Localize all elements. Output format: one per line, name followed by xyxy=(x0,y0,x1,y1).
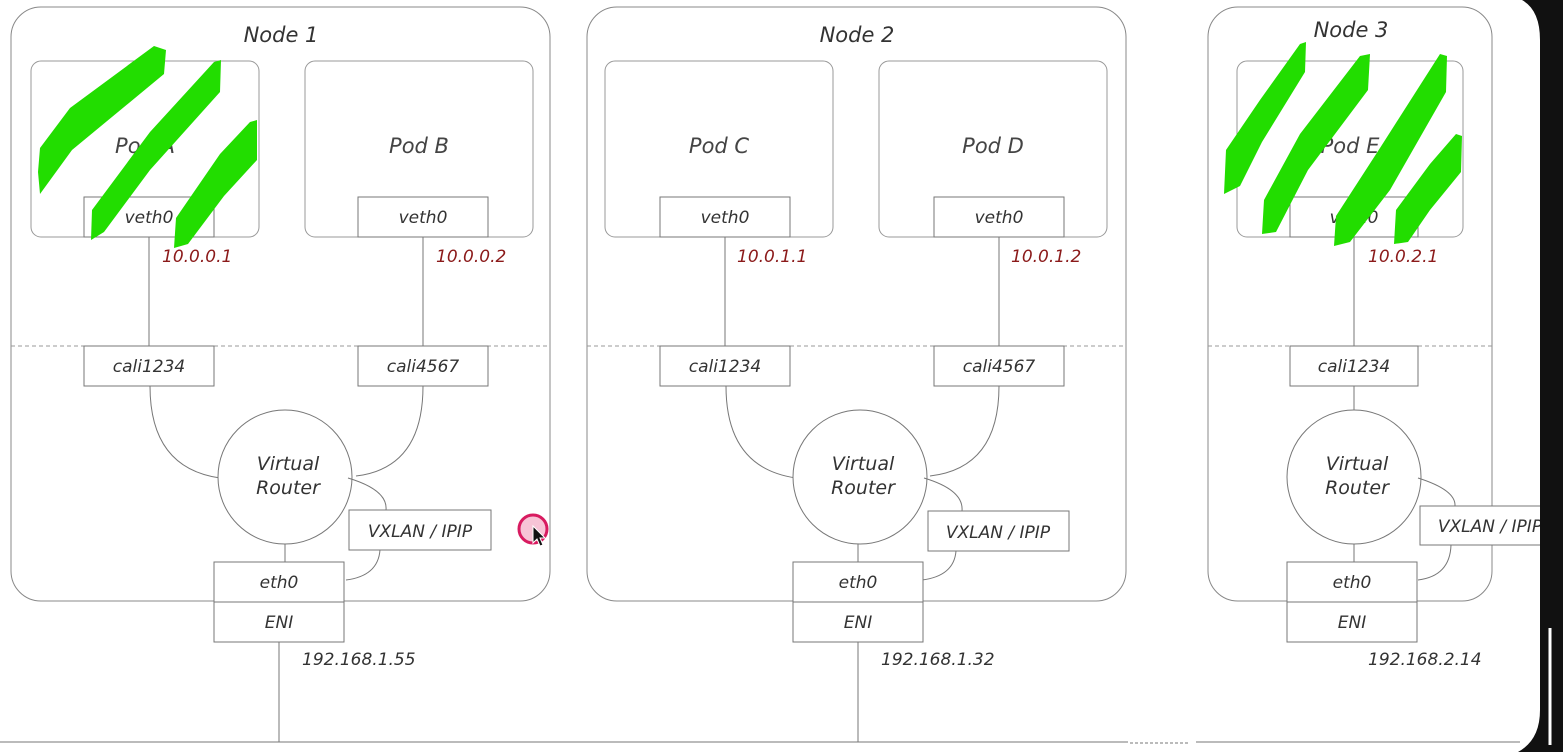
node-1-cali-b-label: cali4567 xyxy=(387,357,460,377)
node-3-router-line1: Virtual xyxy=(1326,453,1389,475)
node-2-router-line2: Router xyxy=(831,477,896,499)
node-1-host-ip: 192.168.1.55 xyxy=(302,650,416,670)
pod-a-veth-label: veth0 xyxy=(125,208,174,228)
node-1-tunnel-box xyxy=(348,509,492,551)
node-3-eth xyxy=(1286,561,1418,603)
node-1-cali-a xyxy=(83,345,215,387)
node-2-host-ip: 192.168.1.32 xyxy=(881,650,995,670)
node-3-router-line2: Router xyxy=(1325,477,1390,499)
node-1-tunnel-curve-top xyxy=(347,477,387,511)
node-2-router-line1: Virtual xyxy=(832,453,895,475)
node-2-tunnel-curve-bottom xyxy=(921,550,957,581)
pod-d-label: Pod D xyxy=(962,134,1024,158)
node-2-tunnel-box xyxy=(927,510,1070,552)
pod-d-ip: 10.0.1.2 xyxy=(1011,247,1081,267)
pod-c-ip: 10.0.1.1 xyxy=(737,247,807,267)
node-2-title: Node 2 xyxy=(820,23,895,47)
node-2-tunnel-label: VXLAN / IPIP xyxy=(946,523,1051,543)
node-3-eth-label: eth0 xyxy=(1333,573,1372,593)
node-1-cali-a-label: cali1234 xyxy=(113,357,185,377)
node-2-cali-a xyxy=(659,345,791,387)
node-1-router-line1: Virtual xyxy=(257,453,320,475)
node-3-tunnel-curve-top xyxy=(1417,477,1456,507)
pod-c-label: Pod C xyxy=(689,134,750,158)
pointer-arrow-icon xyxy=(532,524,547,547)
marker-stroke xyxy=(91,60,221,240)
node-2-curve-b xyxy=(929,385,1000,477)
node-1-eth-label: eth0 xyxy=(260,573,299,593)
node-3-tunnel-curve-bottom xyxy=(1417,544,1452,581)
pod-e-highlight-marks xyxy=(1224,42,1462,246)
node-2-cali-a-label: cali1234 xyxy=(689,357,761,377)
node-1-tunnel-curve-bottom xyxy=(345,549,381,581)
pod-c-veth-label: veth0 xyxy=(701,208,750,228)
node-3-cali-a-label: cali1234 xyxy=(1318,357,1390,377)
node-3-eni xyxy=(1286,601,1418,643)
node-1-eni xyxy=(213,601,345,643)
node-1-router-line2: Router xyxy=(256,477,321,499)
node-1-eth xyxy=(213,561,345,603)
pod-a-highlight-marks xyxy=(38,46,257,248)
node-1-title: Node 1 xyxy=(244,23,319,47)
node-3-cali-a xyxy=(1289,345,1419,387)
node-3-eni-label: ENI xyxy=(1338,613,1366,633)
node-1-curve-a xyxy=(149,385,221,479)
node-3-tunnel-label: VXLAN / IPIP xyxy=(1438,517,1543,537)
node-3-title: Node 3 xyxy=(1314,18,1389,42)
pod-b-ip: 10.0.0.2 xyxy=(436,247,506,267)
node-2-tunnel-curve-top xyxy=(923,477,963,512)
pod-d-veth-label: veth0 xyxy=(975,208,1024,228)
pod-a-ip: 10.0.0.1 xyxy=(162,247,232,267)
node-1-tunnel-label: VXLAN / IPIP xyxy=(368,522,473,542)
node-1-eni-label: ENI xyxy=(265,613,293,633)
window-edge xyxy=(1518,0,1563,752)
node-2-eni-label: ENI xyxy=(844,613,872,633)
mouse-cursor xyxy=(517,513,549,547)
marker-stroke xyxy=(38,46,166,194)
node-2-eth xyxy=(792,561,924,603)
pod-e-ip: 10.0.2.1 xyxy=(1368,247,1438,267)
node-2: Node 2 Pod C veth0 10.0.1.1 Pod D veth0 … xyxy=(586,6,1127,742)
node-1-curve-b xyxy=(355,385,424,477)
pod-b-label: Pod B xyxy=(389,134,449,158)
marker-stroke xyxy=(1394,134,1462,244)
pod-c-veth xyxy=(659,196,791,238)
node-2-eni xyxy=(792,601,924,643)
node-3-host-ip: 192.168.2.14 xyxy=(1368,650,1482,670)
node-2-curve-a xyxy=(725,385,797,479)
marker-stroke xyxy=(1262,54,1370,234)
node-1-cali-b xyxy=(357,345,489,387)
node-2-cali-b xyxy=(933,345,1065,387)
node-2-router xyxy=(792,409,928,545)
marker-stroke xyxy=(174,120,257,248)
marker-stroke xyxy=(1224,42,1306,194)
node-2-eth-label: eth0 xyxy=(839,573,878,593)
pod-b-veth-label: veth0 xyxy=(399,208,448,228)
pod-d-veth xyxy=(933,196,1065,238)
node-2-cali-b-label: cali4567 xyxy=(963,357,1036,377)
marker-stroke xyxy=(1334,54,1447,246)
